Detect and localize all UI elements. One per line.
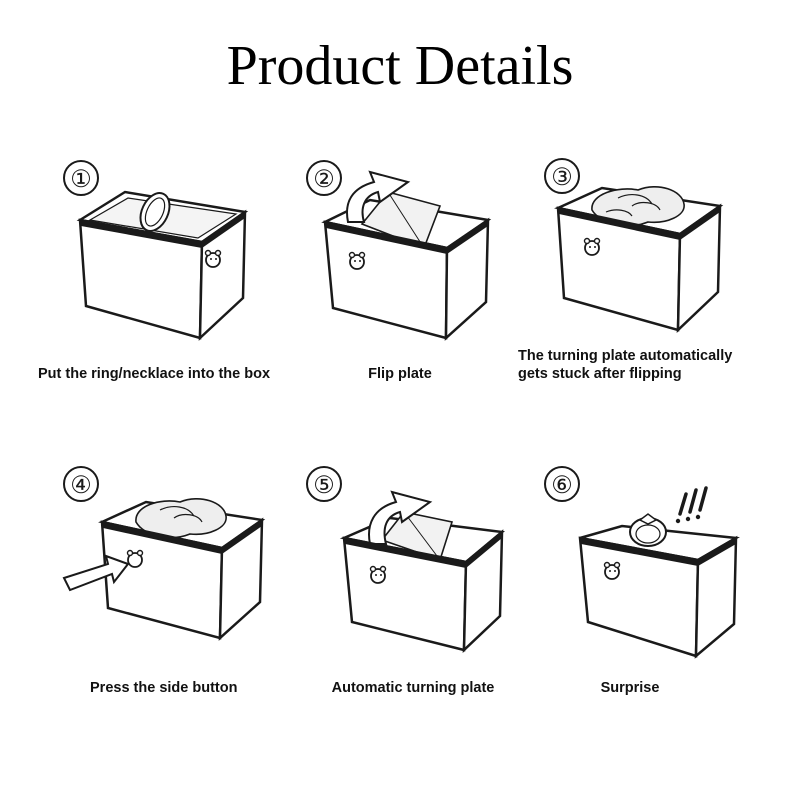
step-3: ③ The turning plate automatically gets s… <box>518 150 780 450</box>
step-caption: Automatic turning plate <box>331 680 495 696</box>
box-turning-plate-icon: ⑤ <box>306 466 506 653</box>
step-4: ④ Press the side button <box>40 460 300 760</box>
box-press-button-icon: ④ <box>62 466 266 641</box>
box-with-rose-icon: ③ <box>544 158 724 333</box>
step-number: ③ <box>551 164 573 191</box>
step-caption: Put the ring/necklace into the box <box>38 366 271 382</box>
step-5: ⑤ Automatic turning plate <box>300 460 560 760</box>
open-box-with-ring-icon: ① <box>63 160 249 341</box>
step-number: ① <box>70 166 92 193</box>
exclamation-icon <box>678 486 708 516</box>
step-1: ① Put the ring/necklace into the box <box>38 150 300 450</box>
step-number: ⑤ <box>313 472 335 499</box>
step-number: ⑥ <box>551 472 573 499</box>
step-caption: The turning plate automatically gets stu… <box>518 348 733 382</box>
step-caption: Press the side button <box>90 680 238 696</box>
step-2: ② Flip plate <box>300 150 560 450</box>
box-surprise-ring-icon: ⑥ <box>544 466 740 659</box>
box-flip-plate-icon: ② <box>306 160 492 341</box>
step-caption: Flip plate <box>368 366 432 382</box>
page-title: Product Details <box>226 35 574 97</box>
step-6: ⑥ Surprise <box>520 460 780 760</box>
step-number: ④ <box>70 472 92 499</box>
step-number: ② <box>313 166 335 193</box>
step-caption: Surprise <box>600 680 660 696</box>
